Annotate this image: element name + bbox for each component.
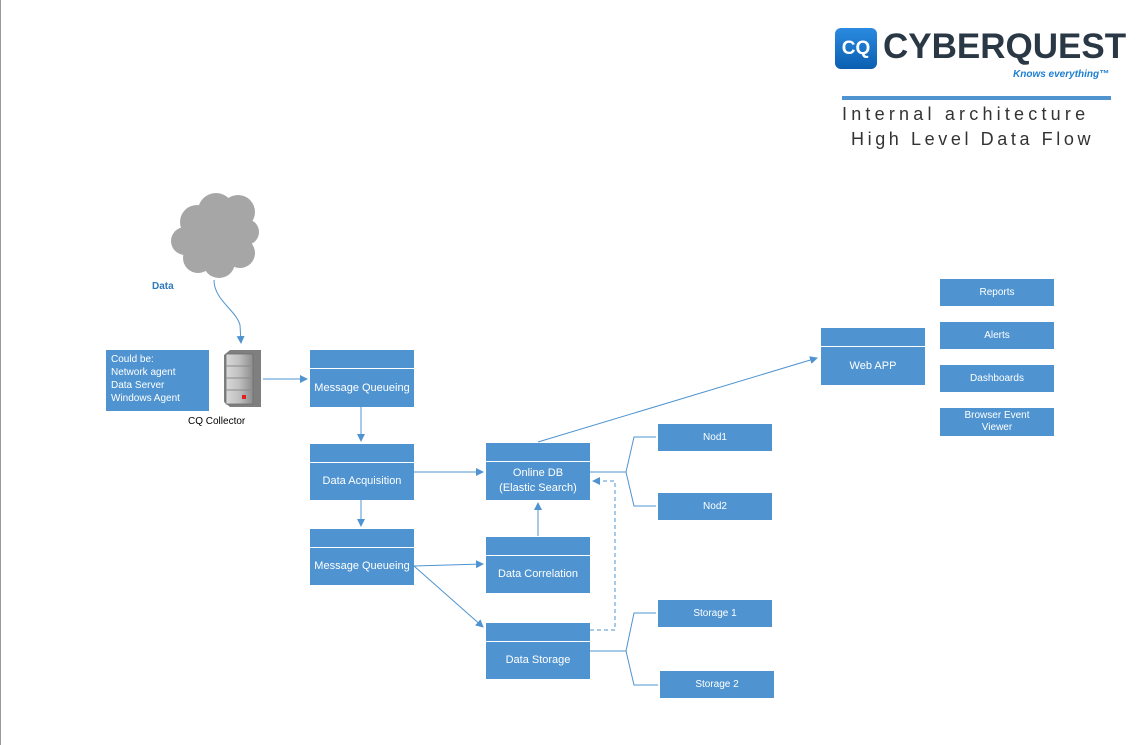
browser-event-viewer-label: Browser Event (964, 410, 1030, 421)
reports-node: Reports (940, 279, 1054, 306)
db-to-webapp-arrow (537, 356, 818, 443)
web-app-node: Web APP (821, 328, 925, 385)
collector-sources-note: Could be: Network agent Data Server Wind… (106, 350, 209, 411)
page-left-border (0, 0, 1, 745)
alerts-node: Alerts (940, 322, 1054, 349)
diagram-title-line1: Internal architecture (842, 104, 1090, 124)
diagram-title-line2: High Level Data Flow (851, 129, 1095, 149)
data-label: Data (152, 281, 174, 292)
collector-label: CQ Collector (188, 416, 246, 427)
message-queueing-top-label: Message Queueing (310, 369, 414, 407)
online-db-label: Online DB (512, 467, 564, 479)
note-item: Data Server (111, 380, 165, 391)
message-queueing-top-node: Message Queueing (310, 350, 414, 407)
storage-to-db-dashed-arrow (590, 477, 616, 631)
cyberquest-logo: CQ CYBERQUEST Knows everything™ (835, 27, 1126, 88)
title-divider (842, 96, 1111, 100)
mq-to-storage-arrow (413, 565, 484, 628)
message-queueing-bottom-node: Message Queueing (310, 529, 414, 585)
data-correlation-node: Data Correlation (486, 537, 590, 593)
nod2-node: Nod2 (658, 493, 772, 520)
data-storage-node: Data Storage (486, 623, 590, 679)
mq-to-correlation-arrow (413, 560, 484, 569)
data-storage-label: Data Storage (486, 642, 590, 679)
data-acquisition-label: Data Acquisition (310, 463, 414, 500)
storage-node-bracket (590, 612, 658, 686)
cloud-icon (171, 193, 259, 278)
logo-wordmark: CYBERQUEST (883, 27, 1127, 66)
note-heading: Could be: (111, 354, 154, 365)
online-db-sublabel: (Elastic Search) (499, 482, 577, 494)
note-item: Network agent (111, 367, 176, 378)
logo-tagline: Knows everything™ (1013, 69, 1110, 80)
browser-event-viewer-sublabel: Viewer (981, 422, 1013, 433)
data-acquisition-node: Data Acquisition (310, 444, 414, 500)
browser-event-viewer-node: Browser Event Viewer (940, 408, 1054, 436)
db-node-bracket (590, 436, 656, 507)
online-db-node: Online DB (Elastic Search) (486, 443, 590, 500)
storage1-node: Storage 1 (658, 600, 772, 627)
nod1-node: Nod1 (658, 424, 772, 451)
dashboards-node: Dashboards (940, 365, 1054, 392)
server-icon (224, 350, 261, 407)
message-queueing-bottom-label: Message Queueing (310, 548, 414, 585)
storage2-node: Storage 2 (660, 671, 774, 698)
data-correlation-label: Data Correlation (486, 556, 590, 593)
data-flow-line (213, 279, 245, 344)
note-item: Windows Agent (111, 393, 180, 404)
web-app-label: Web APP (821, 347, 925, 385)
logo-mark: CQ (835, 28, 877, 69)
